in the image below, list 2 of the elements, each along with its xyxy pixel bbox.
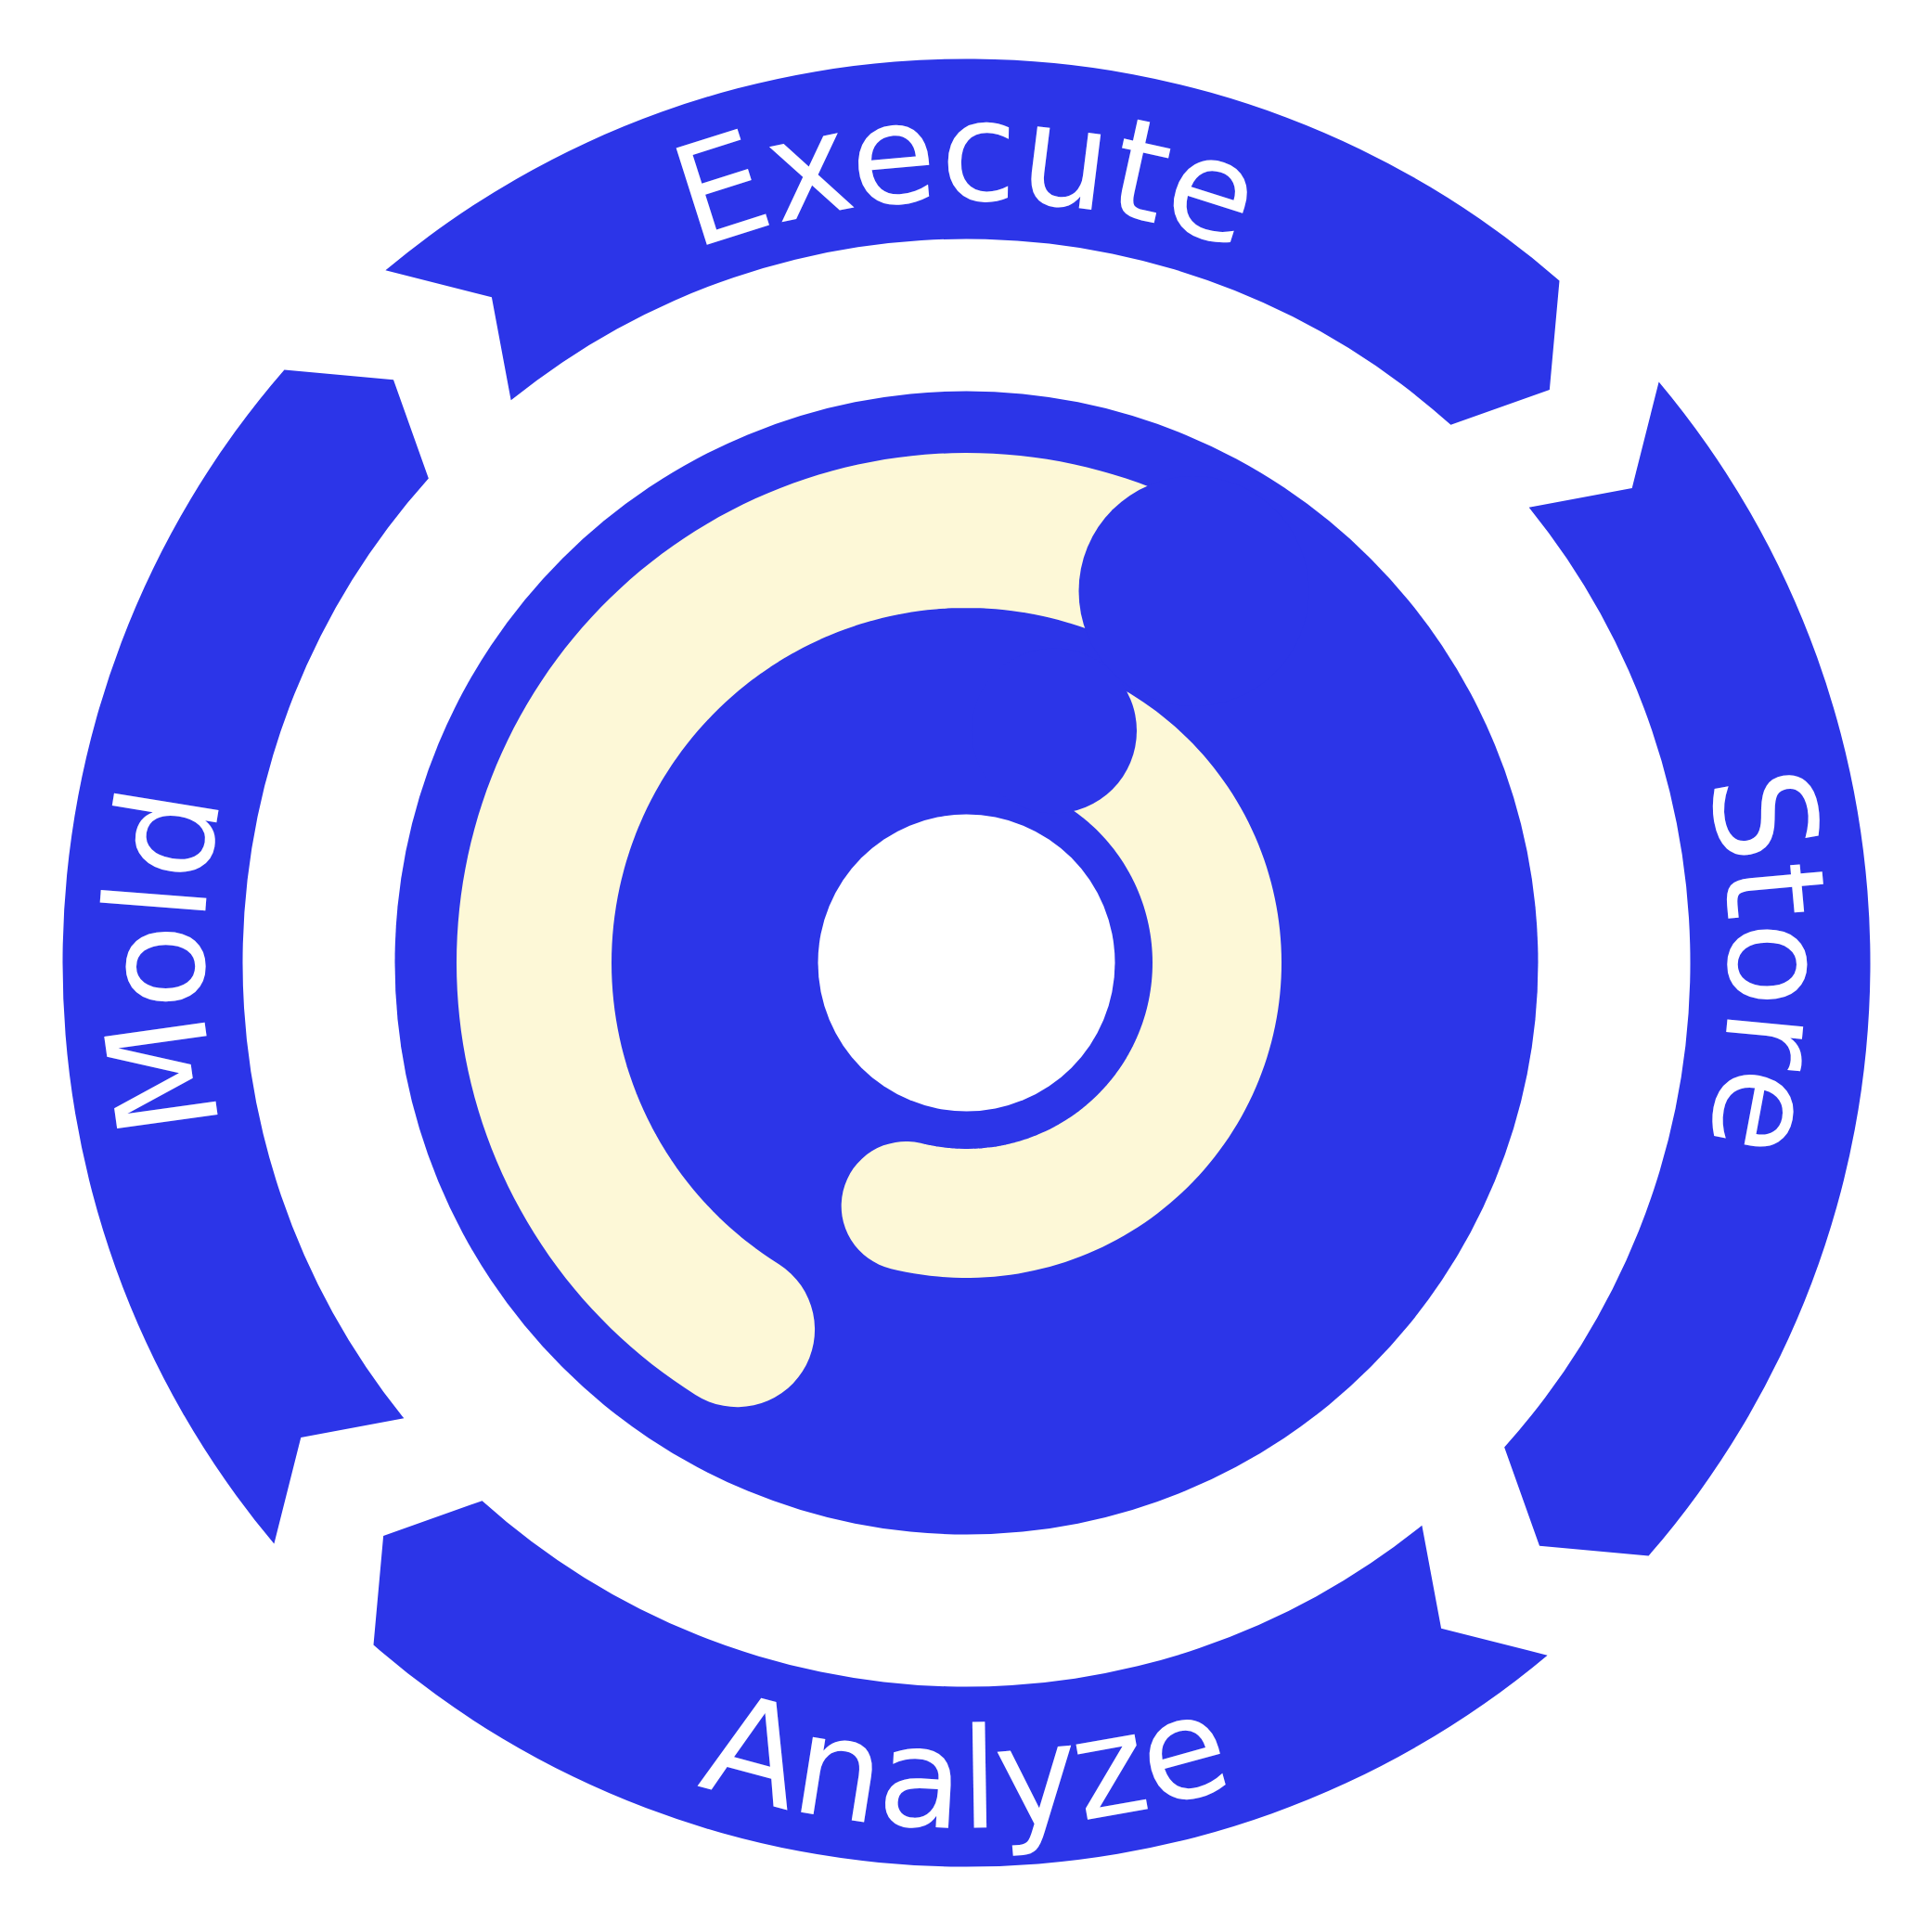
step-label: Analyze [688,1661,1245,1862]
step-label: Execute [654,71,1279,280]
